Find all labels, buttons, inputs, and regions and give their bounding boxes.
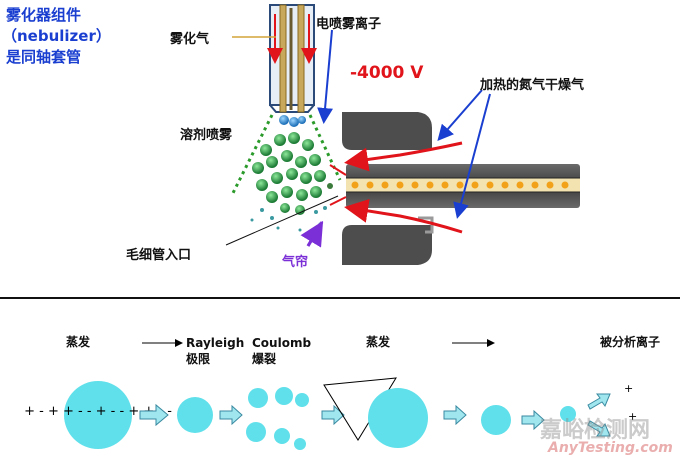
watermark-cn: 嘉峪检测网 bbox=[540, 418, 651, 443]
svg-text:+: + bbox=[624, 382, 633, 395]
watermark-en: AnyTesting.com bbox=[548, 440, 673, 456]
nebulizer-tube bbox=[232, 4, 317, 113]
analyzed-ions-label: 被分析离子 bbox=[600, 335, 661, 349]
svg-text:+: + bbox=[628, 410, 637, 423]
capillary bbox=[346, 164, 580, 208]
coulomb-label-line1: Coulomb bbox=[252, 336, 312, 350]
rayleigh-label-line2: 极限 bbox=[186, 352, 211, 366]
assembly-label-line1: 雾化器组件 bbox=[6, 6, 82, 24]
heated-nitrogen-label: 加热的氮气干燥气 bbox=[480, 78, 585, 93]
spray-cone bbox=[230, 114, 342, 232]
gas-curtain-label: 气帘 bbox=[282, 255, 309, 270]
electrospray-ions-label: 电喷雾离子 bbox=[316, 17, 382, 32]
capillary-inlet-label: 毛细管入口 bbox=[126, 248, 192, 263]
coulomb-label-line2: 爆裂 bbox=[252, 352, 277, 366]
label-pointers bbox=[225, 29, 491, 248]
rayleigh-label-line1: Rayleigh bbox=[186, 336, 245, 350]
evaporation-label-2: 蒸发 bbox=[366, 335, 391, 349]
voltage-label: -4000 V bbox=[350, 63, 424, 83]
drying-gas-arrows bbox=[329, 141, 463, 234]
curtain-plate bbox=[342, 112, 434, 265]
evaporation-label-1: 蒸发 bbox=[66, 335, 91, 349]
svg-text:+ - + + - - + - - + + - -: + - + + - - + - - + + - - bbox=[24, 404, 172, 419]
droplet-sequence: + - + + - - + - - + + - - + + bbox=[24, 377, 637, 450]
nebulizer-gas-label: 雾化气 bbox=[170, 32, 210, 47]
assembly-label-line3: 是同轴套管 bbox=[6, 48, 82, 66]
assembly-label-line2: （nebulizer） bbox=[2, 27, 111, 45]
solvent-spray-label: 溶剂喷雾 bbox=[180, 128, 233, 143]
